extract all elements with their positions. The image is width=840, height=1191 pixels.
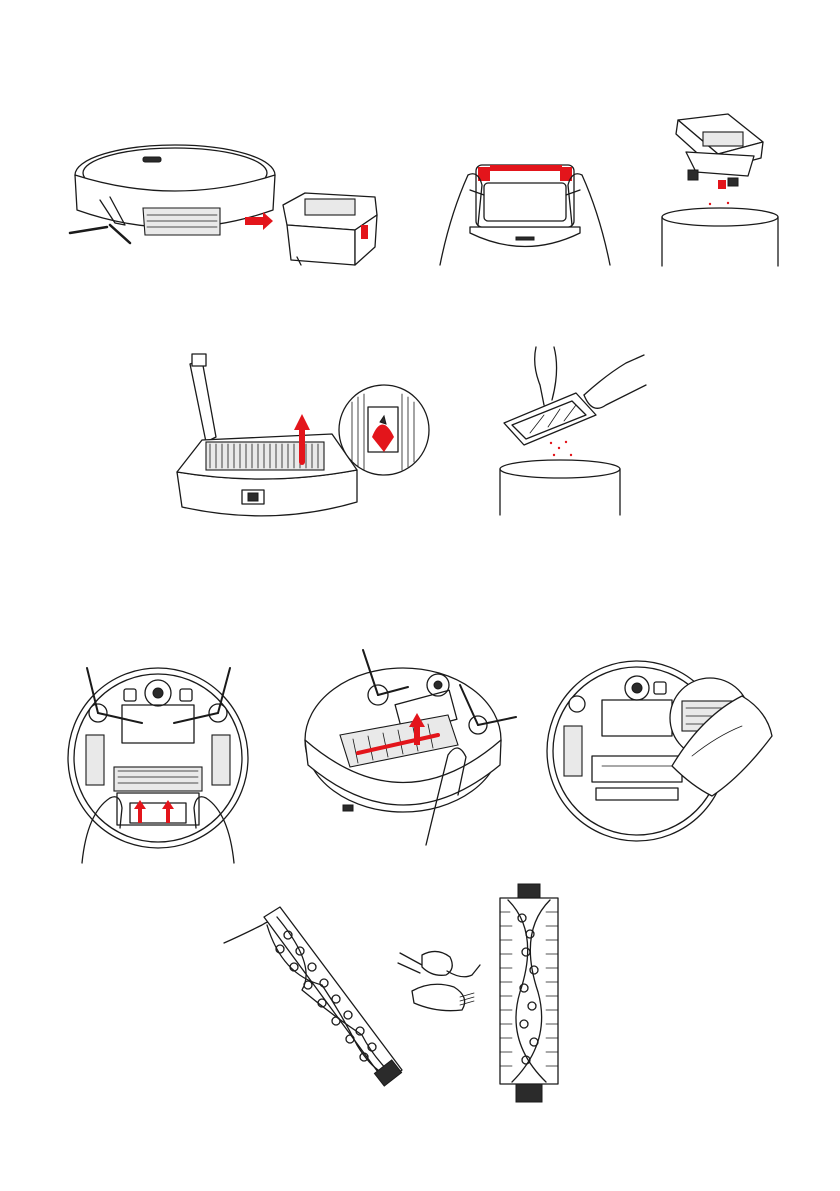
fig-lift-main-brush xyxy=(298,645,520,845)
fig-empty-dustbin xyxy=(658,112,783,268)
fig-tap-filter xyxy=(496,345,651,517)
fig-open-dustbin-lid xyxy=(440,155,610,267)
fig-cut-hair-from-brush xyxy=(222,905,480,1105)
fig-wipe-brush-chamber xyxy=(542,656,775,851)
fig-remove-filter xyxy=(172,352,427,522)
fig-main-brush-clean xyxy=(490,882,568,1104)
fig-unlock-brush-cover xyxy=(62,663,254,863)
fig-remove-dustbin xyxy=(55,135,390,275)
